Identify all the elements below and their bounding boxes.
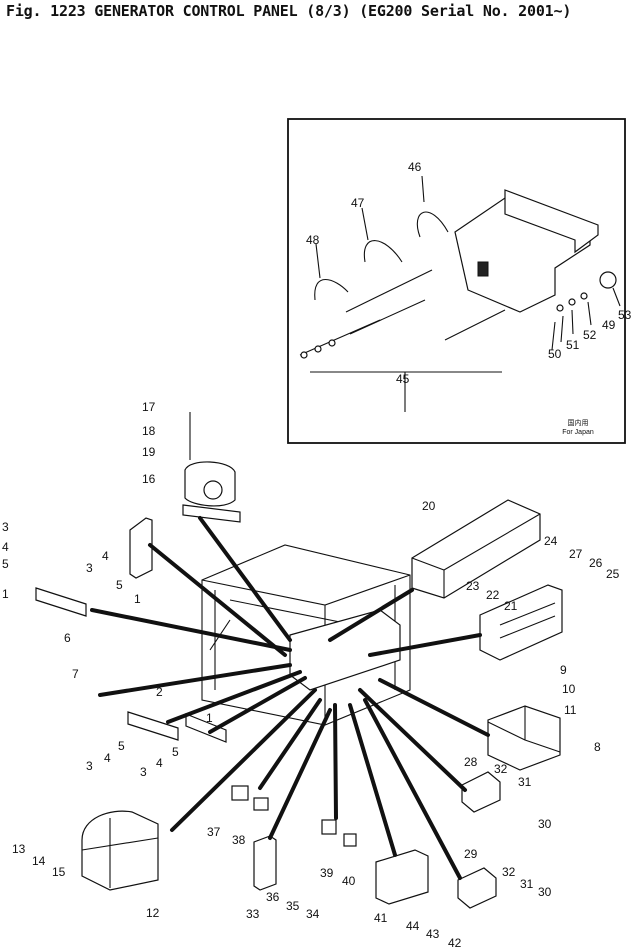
callout-4: 4 xyxy=(102,549,109,563)
callout-20: 20 xyxy=(422,499,436,513)
callout-33: 33 xyxy=(246,907,260,921)
callout-19: 19 xyxy=(142,445,156,459)
for-japan-note: 国内用 For Japan xyxy=(548,419,608,437)
callout-3: 3 xyxy=(2,520,9,534)
callout-38: 38 xyxy=(232,833,246,847)
callout-9: 9 xyxy=(560,663,567,677)
callout-49: 49 xyxy=(602,318,616,332)
callout-18: 18 xyxy=(142,424,156,438)
callout-labels: 46 47 48 45 53 49 52 51 50 17 18 19 16 3… xyxy=(2,160,632,949)
callout-39: 39 xyxy=(320,866,334,880)
callout-4: 4 xyxy=(156,756,163,770)
callout-44: 44 xyxy=(406,919,420,933)
callout-32: 32 xyxy=(502,865,516,879)
callout-23: 23 xyxy=(466,579,480,593)
callout-35: 35 xyxy=(286,899,300,913)
callout-45: 45 xyxy=(396,372,410,386)
for-japan-note-jp: 国内用 xyxy=(567,420,589,427)
callout-10: 10 xyxy=(562,682,576,696)
callout-22: 22 xyxy=(486,588,500,602)
callout-12: 12 xyxy=(146,906,160,920)
callout-5: 5 xyxy=(116,578,123,592)
component-shapes xyxy=(35,461,563,909)
callout-5: 5 xyxy=(172,745,179,759)
callout-16: 16 xyxy=(142,472,156,486)
callout-29: 29 xyxy=(464,847,478,861)
callout-30: 30 xyxy=(538,885,552,899)
callout-13: 13 xyxy=(12,842,26,856)
callout-34: 34 xyxy=(306,907,320,921)
callout-17: 17 xyxy=(142,400,156,414)
callout-32: 32 xyxy=(494,762,508,776)
callout-31: 31 xyxy=(520,877,534,891)
callout-52: 52 xyxy=(583,328,597,342)
callout-36: 36 xyxy=(266,890,280,904)
callout-4: 4 xyxy=(2,540,9,554)
callout-53: 53 xyxy=(618,308,632,322)
callout-37: 37 xyxy=(207,825,221,839)
callout-40: 40 xyxy=(342,874,356,888)
callout-2: 2 xyxy=(156,685,163,699)
callout-27: 27 xyxy=(569,547,583,561)
callout-24: 24 xyxy=(544,534,558,548)
callout-25: 25 xyxy=(606,567,620,581)
inset-panel xyxy=(287,118,626,444)
callout-31: 31 xyxy=(518,775,532,789)
callout-14: 14 xyxy=(32,854,46,868)
callout-5: 5 xyxy=(118,739,125,753)
callout-47: 47 xyxy=(351,196,365,210)
callout-1: 1 xyxy=(134,592,141,606)
page-title: Fig. 1223 GENERATOR CONTROL PANEL (8/3) … xyxy=(6,2,572,20)
leader-lines xyxy=(90,412,490,880)
callout-46: 46 xyxy=(408,160,422,174)
callout-8: 8 xyxy=(594,740,601,754)
callout-1: 1 xyxy=(206,711,213,725)
callout-43: 43 xyxy=(426,927,440,941)
callout-3: 3 xyxy=(140,765,147,779)
callout-41: 41 xyxy=(374,911,388,925)
callout-1: 1 xyxy=(2,587,9,601)
callout-4: 4 xyxy=(104,751,111,765)
callout-3: 3 xyxy=(86,561,93,575)
callout-42: 42 xyxy=(448,936,462,949)
callout-30: 30 xyxy=(538,817,552,831)
callout-5: 5 xyxy=(2,557,9,571)
callout-15: 15 xyxy=(52,865,66,879)
callout-28: 28 xyxy=(464,755,478,769)
callout-50: 50 xyxy=(548,347,562,361)
callout-7: 7 xyxy=(72,667,79,681)
callout-48: 48 xyxy=(306,233,320,247)
callout-6: 6 xyxy=(64,631,71,645)
callout-26: 26 xyxy=(589,556,603,570)
callout-3: 3 xyxy=(86,759,93,773)
callout-11: 11 xyxy=(564,703,577,717)
callout-51: 51 xyxy=(566,338,580,352)
callout-21: 21 xyxy=(504,599,518,613)
for-japan-note-en: For Japan xyxy=(562,429,594,436)
